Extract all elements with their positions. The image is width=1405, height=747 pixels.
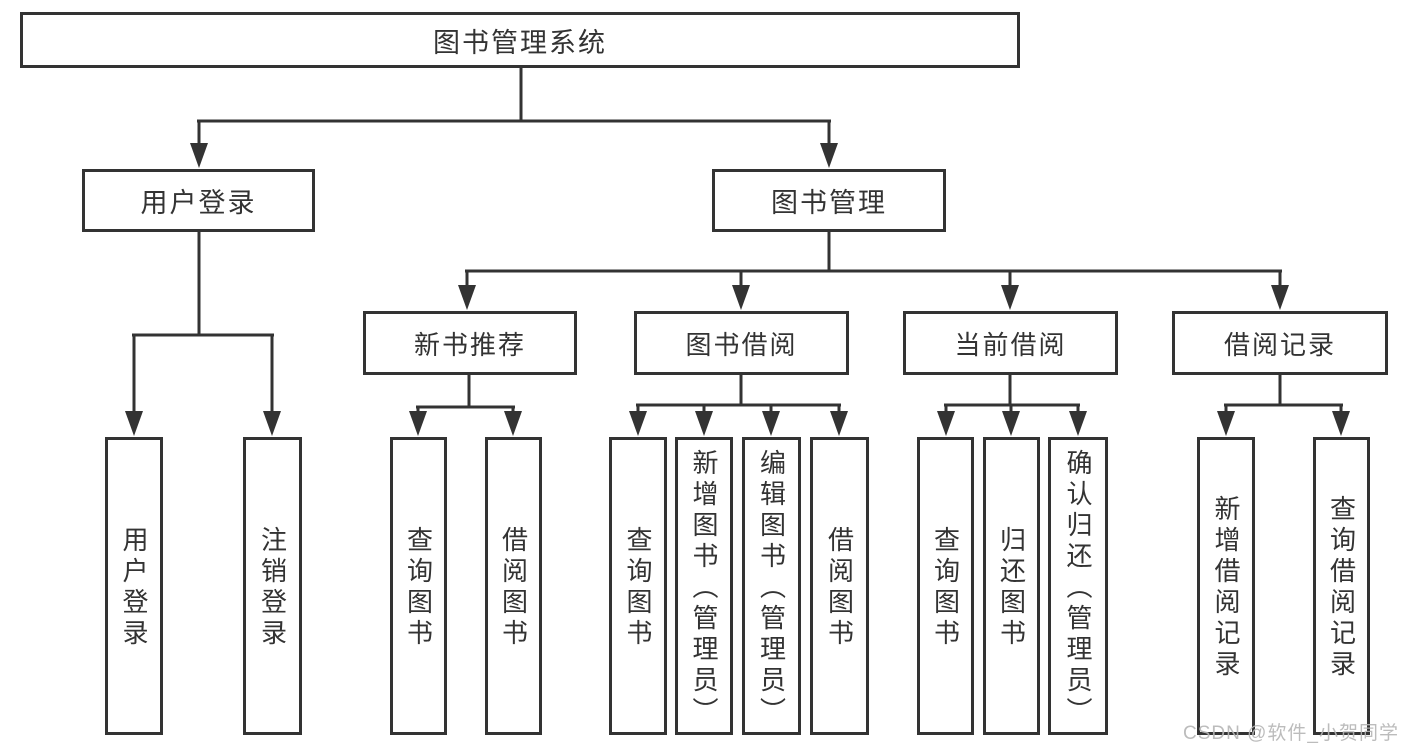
leaf-return-book: 归还图书 [983,437,1040,735]
csdn-watermark: CSDN @软件_小贺同学 [1183,723,1399,744]
node-root-system: 图书管理系统 [20,12,1020,68]
node-borrowing-records: 借阅记录 [1172,311,1388,375]
node-new-book-recommend: 新书推荐 [363,311,577,375]
leaf-query-borrow-record: 查询借阅记录 [1313,437,1370,735]
node-user-login-module: 用户登录 [82,169,315,232]
connector-borrow-record-to-leaves [1217,375,1350,436]
connector-user-login-to-leaves [125,232,281,436]
node-book-borrowing: 图书借阅 [634,311,849,375]
leaf-query-book-borrowing: 查询图书 [609,437,667,735]
node-book-management-module: 图书管理 [712,169,946,232]
connector-current-borrow-to-leaves [937,375,1087,436]
leaf-query-book-newbook: 查询图书 [390,437,447,735]
leaf-confirm-return-admin: 确认归还（管理员） [1048,437,1108,735]
connector-book-mgmt-to-level3 [458,232,1289,310]
leaf-add-book-admin: 新增图书（管理员） [675,437,733,735]
leaf-borrow-book-borrowing: 借阅图书 [810,437,869,735]
connector-book-borrow-to-leaves [629,375,848,436]
leaf-add-borrow-record: 新增借阅记录 [1197,437,1255,735]
leaf-borrow-book-newbook: 借阅图书 [485,437,542,735]
leaf-edit-book-admin: 编辑图书（管理员） [742,437,801,735]
leaf-logout: 注销登录 [243,437,302,735]
connector-new-book-to-leaves [409,375,522,436]
node-current-borrowing: 当前借阅 [903,311,1118,375]
connector-root-to-level2 [190,68,838,168]
leaf-user-login: 用户登录 [105,437,163,735]
leaf-query-book-current: 查询图书 [917,437,974,735]
